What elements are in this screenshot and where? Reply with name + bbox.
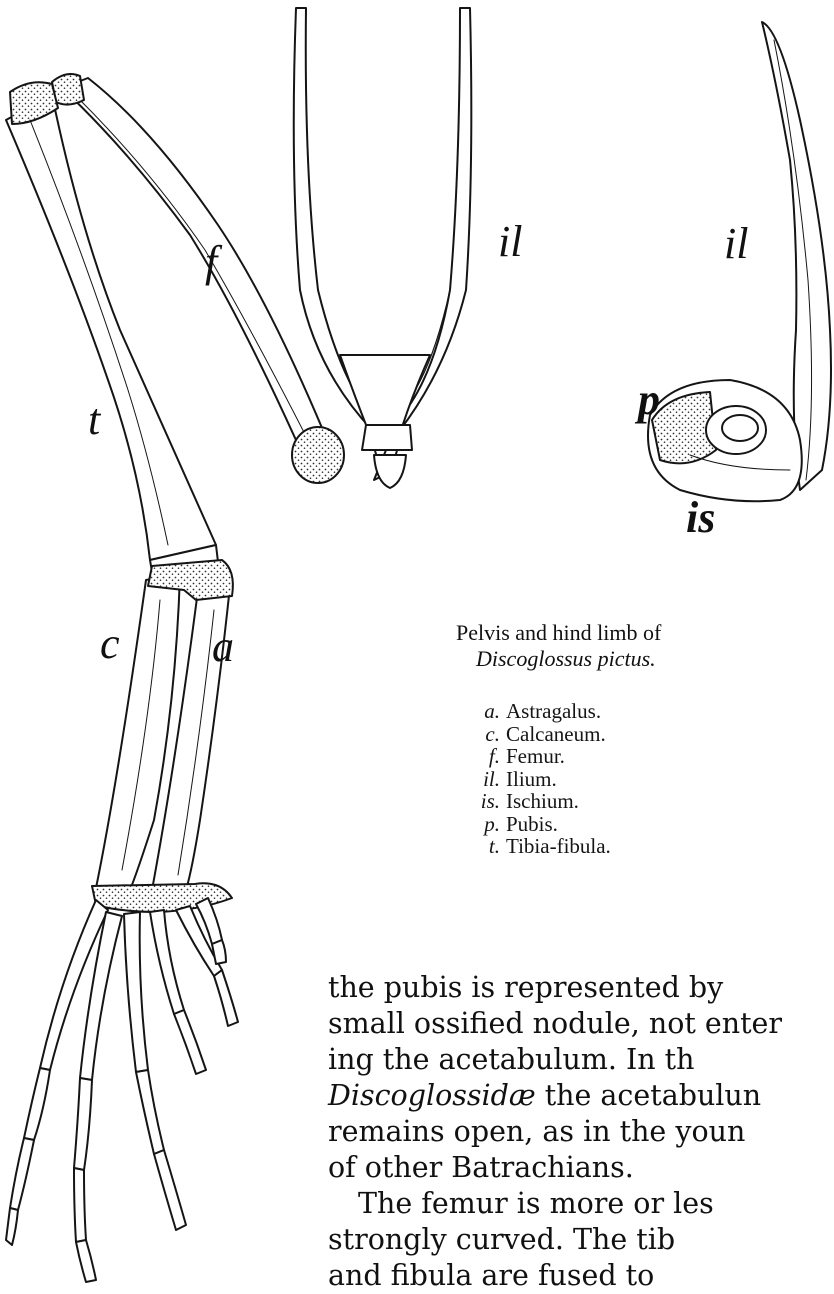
legend-item: c.Calcaneum.: [470, 723, 611, 746]
caption-title: Pelvis and hind limb of: [456, 620, 661, 645]
family-name: Discoglossidæ: [328, 1079, 536, 1112]
text-line: small ossified nodule, not enter: [328, 1006, 834, 1042]
label-ilium-lateral: il: [724, 222, 748, 266]
text-line: The femur is more or les: [328, 1186, 834, 1222]
caption-species: Discoglossus pictus.: [456, 646, 661, 672]
text-line: and fibula are fused to: [328, 1258, 834, 1294]
label-femur: f: [205, 240, 217, 284]
pelvis-ventral-view: [294, 8, 472, 488]
text-line: of other Batrachians.: [328, 1150, 834, 1186]
legend-item: il.Ilium.: [470, 768, 611, 791]
text-line: ing the acetabulum. In th: [328, 1042, 834, 1078]
foot-digits: [6, 898, 238, 1282]
text-line: Discoglossidæ the acetabulun: [328, 1078, 834, 1114]
label-pubis: p: [638, 378, 660, 422]
legend-item: f.Femur.: [470, 745, 611, 768]
legend-item: is.Ischium.: [470, 790, 611, 813]
text-line: the pubis is represented by: [328, 970, 834, 1006]
text-line: remains open, as in the youn: [328, 1114, 834, 1150]
legend-item: p.Pubis.: [470, 813, 611, 836]
label-ischium: is: [686, 496, 715, 540]
label-tibia-fibula: t: [88, 398, 100, 442]
label-ilium-ventral: il: [498, 220, 522, 264]
text-line: strongly curved. The tib: [328, 1222, 834, 1258]
legend-item: a.Astragalus.: [470, 700, 611, 723]
tibia-fibula-bone: [6, 82, 218, 572]
body-text: the pubis is represented by small ossifi…: [328, 970, 834, 1294]
label-astragalus: a: [212, 625, 234, 669]
figure-caption: Pelvis and hind limb of Discoglossus pic…: [456, 620, 661, 672]
label-calcaneum: c: [100, 622, 120, 666]
legend-item: t.Tibia-fibula.: [470, 835, 611, 858]
figure-legend: a.Astragalus. c.Calcaneum. f.Femur. il.I…: [470, 700, 611, 858]
